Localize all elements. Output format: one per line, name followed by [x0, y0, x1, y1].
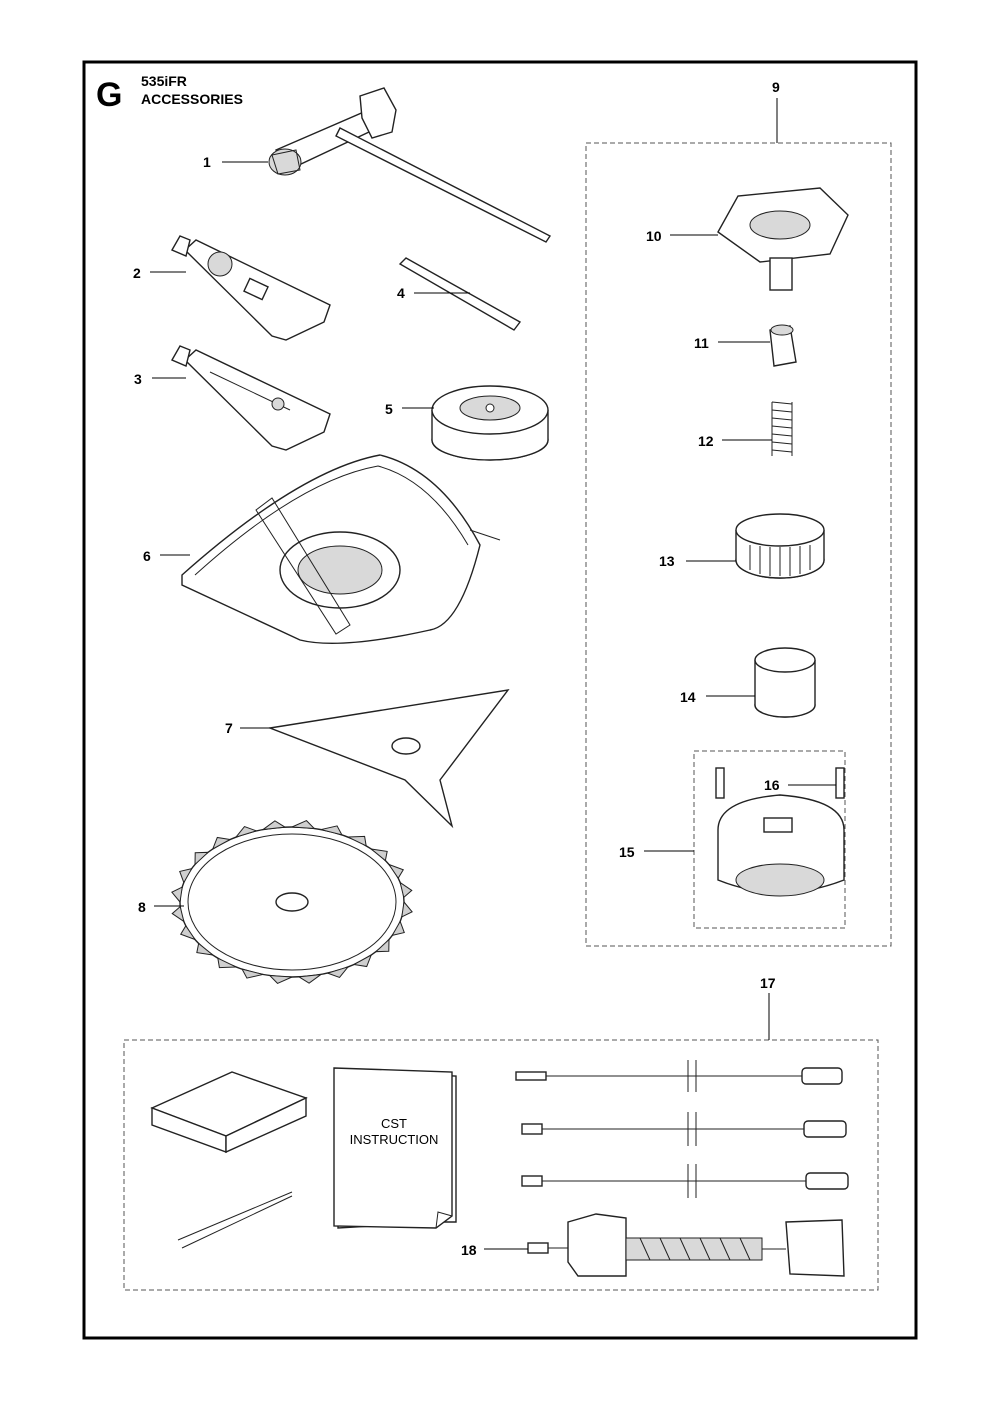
section-letter: G: [96, 76, 122, 114]
interface-box-icon: [150, 1071, 308, 1154]
callout-8[interactable]: 8: [138, 899, 146, 915]
callout-2[interactable]: 2: [133, 265, 141, 281]
spring-icon: [771, 401, 793, 456]
manual-line-1: CST: [381, 1116, 407, 1131]
saw-tooth: [179, 867, 193, 884]
model-name: 535iFR: [141, 73, 187, 89]
saw-tooth: [211, 836, 232, 851]
callout-6[interactable]: 6: [143, 548, 151, 564]
saw-tooth: [387, 863, 405, 880]
saw-tooth: [179, 924, 197, 941]
knob-icon: [754, 647, 816, 718]
wrench-icon: [268, 87, 552, 243]
callout-15[interactable]: 15: [619, 844, 635, 860]
saw-tooth: [171, 886, 183, 904]
saw-tooth: [217, 957, 237, 969]
saw-tooth: [399, 881, 413, 899]
cover-icon: [715, 767, 845, 897]
saw-tooth: [401, 900, 413, 918]
spool-housing-icon: [735, 513, 825, 579]
manual-icon[interactable]: CST INSTRUCTION: [333, 1067, 457, 1229]
callout-9[interactable]: 9: [772, 79, 780, 95]
page-frame: [82, 60, 918, 1340]
cable-icon: [521, 1164, 849, 1198]
saw-tooth: [391, 920, 405, 937]
trimmer-head-icon: [717, 187, 849, 291]
saw-tooth: [194, 851, 210, 866]
saw-tooth: [352, 953, 373, 968]
saw-tooth: [374, 938, 390, 953]
tweezers-icon: [177, 1191, 293, 1249]
cst-kit: CST INSTRUCTION: [150, 1060, 849, 1277]
saw-tooth: [171, 905, 185, 923]
saw-tooth: [369, 848, 388, 862]
callout-4[interactable]: 4: [397, 285, 405, 301]
callout-12[interactable]: 12: [698, 433, 714, 449]
saw-tooth: [261, 820, 287, 831]
saw-tooth: [320, 825, 343, 836]
saw-tooth: [241, 968, 264, 979]
saw-tooth: [291, 819, 316, 830]
callout-1[interactable]: 1: [203, 154, 211, 170]
callout-18[interactable]: 18: [461, 1242, 477, 1258]
nut-icon: [769, 324, 797, 367]
saw-tooth: [268, 974, 293, 985]
spool-icon: [431, 385, 549, 461]
grease-tube-icon: [171, 345, 331, 451]
saw-blade-icon: [179, 826, 405, 978]
cable-icon: [521, 1112, 847, 1146]
cable-icon: [515, 1060, 843, 1092]
callout-14[interactable]: 14: [680, 689, 696, 705]
group-box-15: [693, 750, 846, 929]
callout-11[interactable]: 11: [694, 335, 709, 351]
saw-tooth: [234, 825, 258, 838]
callout-10[interactable]: 10: [646, 228, 662, 244]
saw-tooth: [196, 942, 215, 956]
saw-tooth: [347, 835, 367, 847]
group-box-9: [585, 142, 892, 947]
pin-icon: [398, 257, 522, 331]
callout-7[interactable]: 7: [225, 720, 233, 736]
saw-tooth: [326, 966, 350, 979]
callout-3[interactable]: 3: [134, 371, 142, 387]
manual-line-2: INSTRUCTION: [350, 1132, 439, 1147]
callout-13[interactable]: 13: [659, 553, 675, 569]
saw-tooth: [297, 973, 323, 984]
grease-tube-icon: [171, 235, 331, 341]
group-box-17: [123, 1039, 879, 1291]
harness-icon: [527, 1213, 845, 1277]
grass-blade-icon: [267, 689, 510, 829]
page-title: ACCESSORIES: [141, 91, 243, 107]
callout-16[interactable]: 16: [764, 777, 780, 793]
blade-guard-icon: [181, 454, 501, 645]
callout-17[interactable]: 17: [760, 975, 776, 991]
callout-5[interactable]: 5: [385, 401, 393, 417]
